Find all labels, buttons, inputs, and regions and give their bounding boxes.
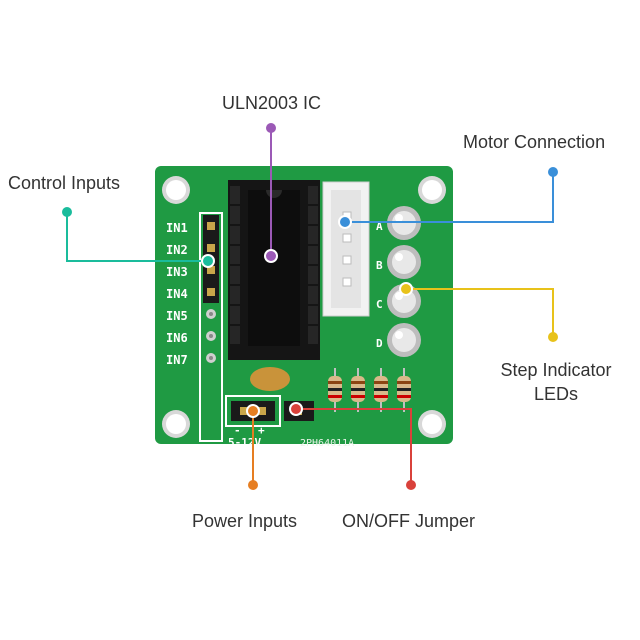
unpopulated-pads [206, 309, 216, 363]
led-letter: C [376, 298, 383, 311]
motor-connector [322, 181, 370, 317]
callout-line-control [62, 207, 215, 268]
input-label: IN4 [166, 287, 188, 301]
input-label: IN1 [166, 221, 188, 235]
label-power-inputs: Power Inputs [192, 511, 298, 531]
power-minus-label: - [234, 424, 241, 437]
mounting-holes [162, 176, 446, 438]
power-plus-label: + [258, 424, 265, 437]
input-header-outline [199, 212, 223, 442]
led-letter: D [376, 337, 383, 350]
input-label: IN2 [166, 243, 188, 257]
resistors [328, 368, 411, 412]
voltage-label: 5-12V [228, 436, 261, 449]
label-motor-connection: Motor Connection [463, 132, 606, 152]
label-on-off-jumper: ON/OFF Jumper [342, 511, 476, 531]
label-leds: LEDs [533, 384, 578, 404]
led-letters: A B C D [376, 220, 383, 350]
led-letter: A [376, 220, 383, 233]
led-letter: B [376, 259, 383, 272]
uln2003-ic-chip [228, 180, 320, 360]
input-label: IN3 [166, 265, 188, 279]
input-label: IN6 [166, 331, 188, 345]
callout-line-motor [338, 167, 558, 229]
ceramic-capacitor [250, 367, 290, 391]
callout-line-jumper [289, 402, 416, 490]
part-code-label: 2PH64011A [300, 438, 354, 449]
callout-line-ic [264, 123, 278, 263]
input-label: IN7 [166, 353, 188, 367]
input-labels: IN1 IN2 IN3 IN4 IN5 IN6 IN7 [166, 221, 188, 367]
callout-line-leds [399, 282, 558, 342]
label-uln2003-ic: ULN2003 IC [222, 93, 322, 113]
input-label: IN5 [166, 309, 188, 323]
label-control-inputs: Control Inputs [8, 173, 121, 193]
callout-line-power [246, 404, 260, 490]
label-step-indicator: Step Indicator [500, 360, 612, 380]
